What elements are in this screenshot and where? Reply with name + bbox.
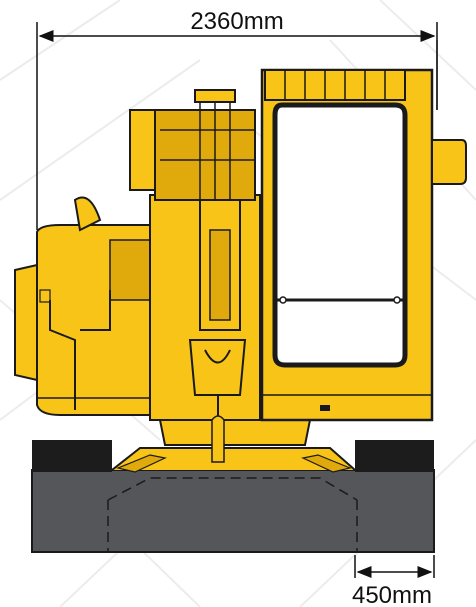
- overall-width-label: 2360mm: [190, 8, 283, 35]
- mirror: [431, 139, 467, 185]
- upper-structure: [14, 40, 467, 463]
- shoe-width-dimension: 450mm: [352, 555, 435, 607]
- track-undercarriage: [31, 469, 435, 553]
- side-panel: [14, 263, 38, 382]
- swing-bracket: [188, 339, 247, 396]
- overall-width-dimension: 2360mm: [36, 8, 438, 230]
- right-track-top: [355, 440, 434, 472]
- shoe-width-label: 450mm: [352, 582, 432, 607]
- slewing-base: [111, 419, 356, 473]
- track-frame-hidden-line: [107, 477, 358, 501]
- cab-roof-guard: [264, 69, 406, 101]
- cab-rear-window: [272, 102, 408, 368]
- exhaust-cap: [73, 196, 102, 232]
- left-track-top: [32, 440, 112, 472]
